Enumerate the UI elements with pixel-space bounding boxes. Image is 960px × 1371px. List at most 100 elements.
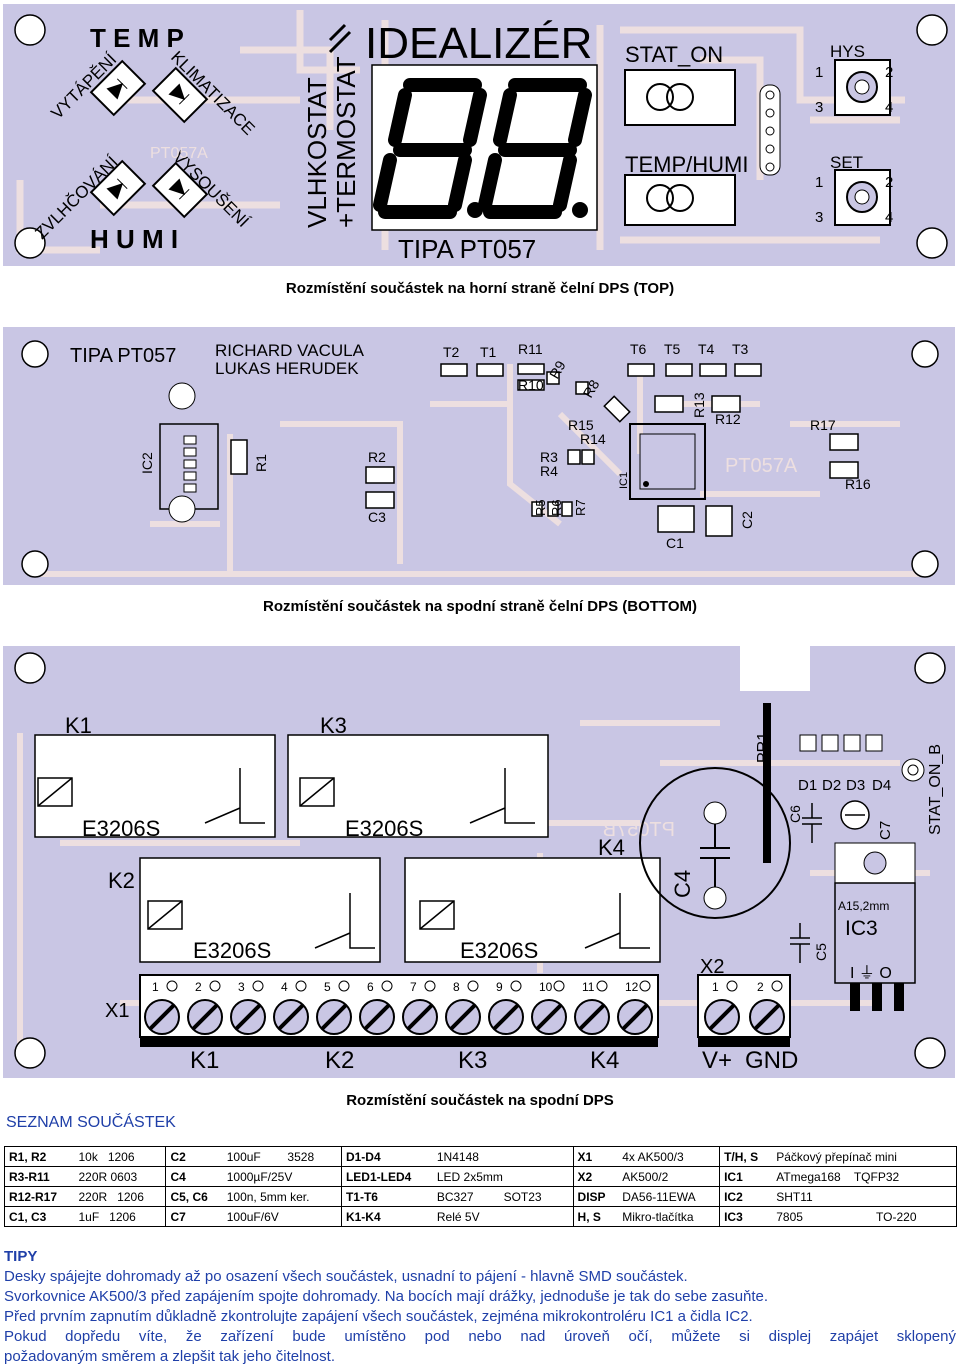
ic3-label: IC3 [845,917,878,940]
part-value: Mikro-tlačítka [618,1206,721,1227]
part-designator: X1 [572,1146,619,1167]
t3-label: T3 [732,341,749,357]
part-value: LED 2x5mm [432,1166,574,1187]
r1-label: R1 [253,454,269,472]
x1-terminal-number: 4 [281,980,288,994]
set-pin2: 2 [885,174,893,191]
r17-label: R17 [810,417,836,433]
e3206s-k3: E3206S [345,816,423,841]
x1-pin-hole [252,980,264,992]
relay-symbols [37,768,650,949]
x1-screw-slot [363,1003,391,1031]
relay-k2 [139,857,381,963]
tip-line-3: Před prvním zapnutím důkladně zkontroluj… [4,1308,753,1325]
part-designator: R12-R17 [4,1186,75,1207]
r3-label: R3 [540,449,558,465]
part-designator: T/H, S [719,1146,773,1167]
top-mounting-holes [14,14,948,259]
ic1-label: IC1 [618,472,630,489]
part-value: 7805 TO-220 [772,1206,958,1227]
c1-label: C1 [666,535,684,551]
x2-screw-slot [753,1003,781,1031]
x1-pin-hole [209,980,221,992]
x1-terminal-number: 6 [367,980,374,994]
small-caps [790,800,870,963]
slash-mark [328,23,352,54]
temp-humi-switch[interactable] [624,174,736,226]
x1-screw-slot [406,1003,434,1031]
part-designator: C2 [165,1146,223,1167]
tips-section: TIPY Desky spájejte dohromady až po osaz… [4,1247,956,1367]
part-value: 100n, 5mm ker. [222,1186,342,1207]
x1-pin-hole [381,980,393,992]
k3-relay-label: K3 [320,713,347,738]
humi-label: H U M I [90,224,178,254]
smd-parts [230,363,859,537]
stat-on-switch[interactable] [624,69,736,126]
part-value: Relé 5V [432,1206,574,1227]
x1-screw-slot [320,1003,348,1031]
x1-pin-hole [424,980,436,992]
terminal-label-gnd: GND [745,1047,798,1074]
r16-label: R16 [845,476,871,492]
d1-label: D1 [798,777,817,794]
t4-label: T4 [698,341,715,357]
set-button[interactable] [834,169,891,226]
x1-terminal-number: 3 [238,980,245,994]
hys-pin2: 2 [885,64,893,81]
c7-label: C7 [877,821,894,840]
part-designator: DISP [572,1186,619,1207]
x2-terminal-number: 1 [712,980,719,994]
part-designator: C7 [165,1206,223,1227]
t6-label: T6 [630,341,647,357]
terminal-label-k3: K3 [458,1047,487,1074]
x2-pin-hole [771,980,783,992]
author-1: RICHARD VACULA [215,341,365,360]
part-designator: D1-D4 [340,1146,433,1167]
d4-label: D4 [872,777,891,794]
d3-label: D3 [846,777,865,794]
t2-label: T2 [443,344,460,360]
x1-terminal-number: 5 [324,980,331,994]
x1-pin-hole [510,980,522,992]
tips-heading: TIPY [4,1248,38,1265]
tip-line-5: požadovaným směrem a zlepšit tak jeho či… [4,1348,335,1365]
part-value: 1N4148 [432,1146,574,1167]
set-pin4: 4 [885,209,893,226]
a15-label: A15,2mm [838,899,889,913]
caption-parts: Rozmístění součástek na spodní DPS [346,1092,614,1109]
x1-pin-hole [166,980,178,992]
part-designator: IC3 [719,1206,773,1227]
x1-pin-hole [553,980,565,992]
part-designator: C1, C3 [4,1206,75,1227]
x1-terminal-number: 7 [410,980,417,994]
x2-pin-hole [726,980,738,992]
c3-label: C3 [368,509,386,525]
part-designator: R3-R11 [4,1166,75,1187]
top-pcb-diagram: T E M P H U M I VYTÁPĚNÍ KLIMATIZACE ZVL… [3,4,955,266]
part-value: BC327 SOT23 [432,1186,574,1207]
pt057a-silk: PT057A [725,455,798,477]
x1-screw-slot [191,1003,219,1031]
part-value: 220R 0603 [74,1166,167,1187]
ic3-pins-label: I ⏚ O [850,964,892,982]
x1-screw-slot [578,1003,606,1031]
part-designator: LED1-LED4 [340,1166,433,1187]
x1-terminal-number: 12 [625,980,639,994]
k1-relay-label: K1 [65,713,92,738]
bottom-mounting-holes [21,340,939,578]
e3206s-k1: E3206S [82,816,160,841]
led-vysouseni-icon [151,161,209,219]
hys-button[interactable] [834,59,891,116]
terminal-label-vplus: V+ [702,1047,732,1074]
x1-pin-hole [639,980,651,992]
r4-label: R4 [540,463,558,479]
stat-on-b-label: STAT_ON_B [927,744,944,835]
tipa-bottom-label: TIPA PT057 [70,345,176,367]
c4-label: C4 [670,870,695,898]
pr1-jumper [763,703,771,863]
part-designator: IC2 [719,1186,773,1207]
